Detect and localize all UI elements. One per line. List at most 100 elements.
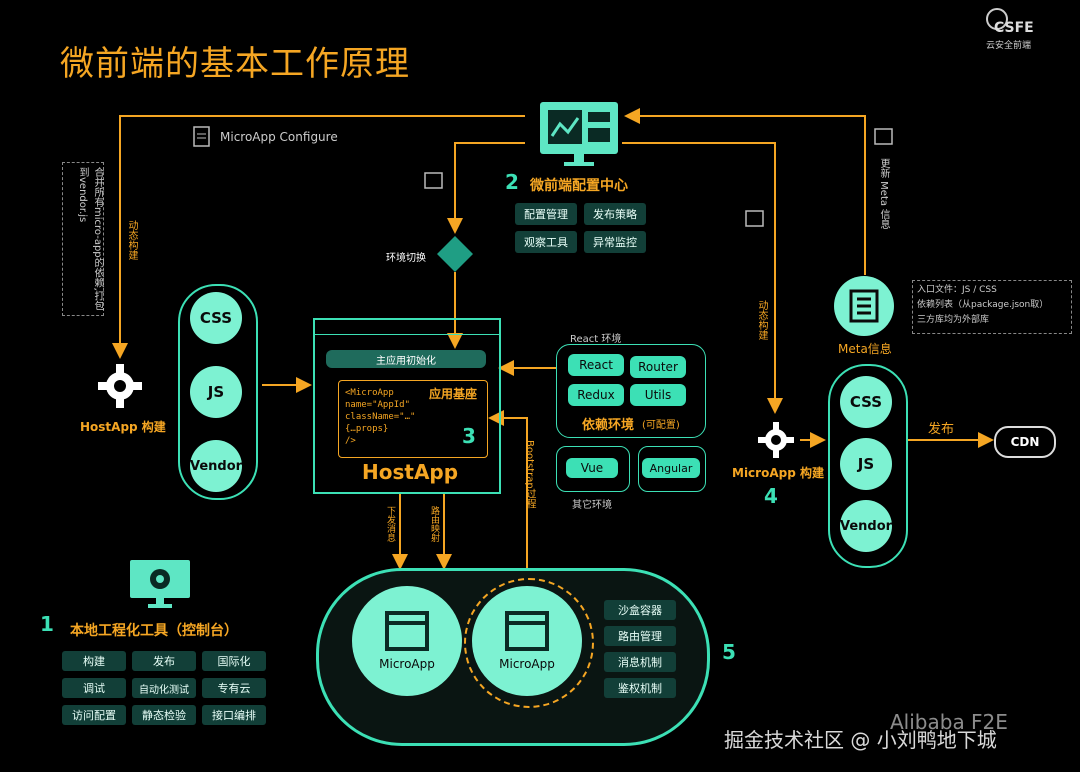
tools-title: 本地工程化工具（控制台） (70, 623, 238, 639)
runtime-feature: 鉴权机制 (604, 678, 676, 698)
host-build-label: HostApp 构建 (80, 420, 166, 434)
microapp-circle: MicroApp (472, 586, 582, 696)
monitor-gear-icon (130, 560, 190, 608)
angular-box (638, 446, 706, 492)
tool-tag: 调试 (62, 678, 126, 698)
bootstrap-label: Bootstrap过程 (524, 440, 535, 509)
runtime-feature: 路由管理 (604, 626, 676, 646)
microapp-build-label: MicroApp 构建 (732, 466, 824, 480)
logo-mark: CSFE (994, 20, 1034, 36)
vendor-circle: Vendor (840, 500, 892, 552)
runtime-feature: 消息机制 (604, 652, 676, 672)
cdn-label: CDN (1010, 435, 1040, 449)
code-line: className="…" (345, 412, 416, 422)
window-icon (505, 611, 549, 651)
configure-label: MicroApp Configure (220, 130, 338, 144)
active-microapp-ring (464, 578, 594, 708)
document-icon (193, 126, 210, 147)
hostapp-box (313, 318, 501, 494)
right-bundle-pill (828, 364, 908, 568)
document-icon (745, 210, 764, 227)
tool-tag: 构建 (62, 651, 126, 671)
hostapp-divider (313, 334, 501, 335)
tool-tag: 发布 (132, 651, 196, 671)
runtime-feature: 沙盒容器 (604, 600, 676, 620)
vendor-circle: Vendor (190, 440, 242, 492)
dynamic-build-left: 动态构建 (126, 220, 137, 260)
gear-icon (98, 364, 142, 408)
css-circle: CSS (190, 292, 242, 344)
react-env-label: React 环境 (570, 334, 622, 345)
deps-box (556, 344, 706, 438)
dep-vue: Vue (566, 458, 618, 478)
tool-tag: 专有云 (202, 678, 266, 698)
config-tag: 观察工具 (515, 231, 577, 253)
meta-note-line: 入口文件：JS / CSS (917, 285, 997, 295)
monitor-icon (540, 102, 618, 166)
config-tag: 配置管理 (515, 203, 577, 225)
deps-title: 依赖环境 (582, 418, 635, 433)
gear-icon (758, 422, 794, 458)
dep-react: React (568, 354, 624, 376)
code-line: <MicroApp (345, 388, 394, 398)
host-init-bar: 主应用初始化 (326, 350, 486, 368)
microapp-circle: MicroApp (352, 586, 462, 696)
left-bundle-pill (178, 284, 258, 500)
csfe-logo: CSFE 云安全前端 (984, 6, 1044, 51)
code-line: {…props} (345, 424, 389, 434)
env-switch-label: 环境切换 (386, 253, 426, 264)
logo-subtitle: 云安全前端 (986, 41, 1032, 51)
document-icon (874, 128, 893, 145)
hostapp-title: HostApp (362, 460, 459, 484)
tool-tag: 接口编排 (202, 705, 266, 725)
dynamic-build-right: 动态构建 (756, 300, 767, 340)
merge-note: 合并所有micro-app的依赖,打包到vendor.js (77, 167, 103, 311)
tool-tag: 自动化测试 (132, 678, 196, 698)
js-circle: JS (190, 366, 242, 418)
dep-angular: Angular (642, 458, 700, 478)
code-line: name="AppId" (345, 400, 411, 410)
meta-circle (834, 276, 894, 336)
meta-note-line: 依赖列表（从package.json取） (917, 300, 1049, 310)
microapp-label: MicroApp (499, 657, 555, 671)
cdn-cloud-icon: CDN (994, 426, 1056, 458)
update-meta-label: 更新 Meta 信息 (878, 158, 889, 230)
window-icon (385, 611, 429, 651)
watermark-brand: Alibaba F2E (890, 710, 1008, 734)
dep-router: Router (630, 356, 686, 378)
page-title: 微前端的基本工作原理 (60, 44, 410, 84)
runtime-number: 5 (722, 640, 736, 664)
tools-number: 1 (40, 612, 54, 636)
config-tag: 发布策略 (584, 203, 646, 225)
code-line: /> (345, 436, 356, 446)
microapp-label: MicroApp (379, 657, 435, 671)
logo-swirl-icon (986, 8, 1008, 30)
tool-tag: 访问配置 (62, 705, 126, 725)
tool-tag: 国际化 (202, 651, 266, 671)
vue-box (556, 446, 630, 492)
base-label: 应用基座 (429, 387, 478, 401)
merge-note-box: 合并所有micro-app的依赖,打包到vendor.js (62, 162, 104, 316)
env-switch-diamond (437, 236, 473, 272)
other-env-label: 其它环境 (572, 500, 612, 511)
css-circle: CSS (840, 376, 892, 428)
document-icon (424, 172, 443, 189)
meta-note-box: 入口文件：JS / CSS 依赖列表（从package.json取） 三方库均为… (912, 280, 1072, 334)
dispatch-label: 下发消息 (385, 506, 395, 542)
config-title: 微前端配置中心 (530, 178, 628, 194)
config-tag: 异常监控 (584, 231, 646, 253)
meta-note-line: 三方库均为外部库 (917, 315, 990, 325)
host-number: 3 (462, 424, 476, 448)
dep-utils: Utils (630, 384, 686, 406)
tool-tag: 静态检验 (132, 705, 196, 725)
microapp-code-box: <MicroApp name="AppId" className="…" {…p… (338, 380, 488, 458)
route-map-label: 路由映射 (429, 506, 439, 542)
meta-label: Meta信息 (838, 342, 892, 356)
publish-label: 发布 (928, 422, 955, 437)
deps-configurable: (可配置) (642, 420, 680, 431)
config-number: 2 (505, 170, 519, 194)
js-circle: JS (840, 438, 892, 490)
dep-redux: Redux (568, 384, 624, 406)
list-document-icon (849, 289, 879, 323)
